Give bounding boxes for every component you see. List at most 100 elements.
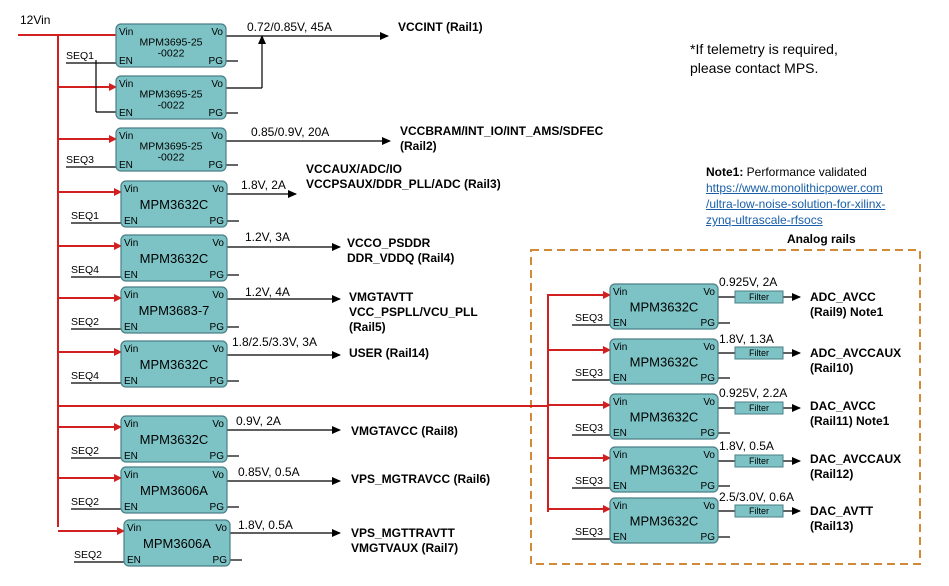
analog-rails-title: Analog rails [787, 232, 856, 246]
module-name-line-2: -0022 [158, 48, 185, 60]
module-box [609, 446, 719, 493]
module-box [115, 23, 227, 68]
module-box [609, 393, 719, 440]
filter-box [734, 401, 784, 415]
pin-vo: Vo [703, 342, 715, 353]
pin-vo: Vo [212, 238, 224, 249]
output-spec: 0.9V, 2A [236, 414, 281, 428]
pin-vo: Vo [212, 290, 224, 301]
module-name: MPM3632C [630, 300, 699, 315]
module-name: MPM3695-25 [139, 89, 202, 101]
note1-link-line-2[interactable]: /ultra-low-noise-solution-for-xilinx- [706, 197, 886, 211]
rail-label: VPS_MGTRAVCC (Rail6) [351, 472, 490, 486]
filter-box [734, 454, 784, 468]
pin-vo: Vo [215, 523, 227, 534]
module-box [120, 466, 228, 514]
module-name: MPM3606A [143, 536, 211, 551]
note1-text: Performance validated [743, 165, 867, 179]
pin-en: EN [124, 322, 138, 333]
pin-vin: Vin [124, 238, 138, 249]
rail-label: VCC_PSPLL/VCU_PLL [349, 305, 478, 319]
filter-4: Filter [734, 454, 784, 468]
output-spec: 1.2V, 4A [245, 285, 290, 299]
pin-pg: PG [210, 270, 225, 281]
module-name: MPM3632C [140, 197, 209, 212]
pin-en: EN [124, 451, 138, 462]
rail-label: DAC_AVCC [810, 399, 876, 413]
filter-label: Filter [749, 506, 769, 516]
telemetry-note-line-2: please contact MPS. [690, 60, 819, 76]
rail-label: (Rail10) [810, 361, 853, 375]
filter-label: Filter [749, 292, 769, 302]
filter-label: Filter [749, 403, 769, 413]
note1-block: Note1: Performance validated https://www… [706, 164, 885, 228]
pin-vo: Vo [212, 344, 224, 355]
note1-link-line-3[interactable]: zynq-ultrascale-rfsocs [706, 213, 823, 227]
pin-vo: Vo [703, 501, 715, 512]
seq-label: SEQ3 [575, 422, 603, 434]
rail-label: ADC_AVCC [810, 290, 876, 304]
module-name: MPM3695-25 [139, 37, 202, 49]
pin-pg: PG [210, 502, 225, 513]
pin-vo: Vo [703, 397, 715, 408]
output-spec: 1.8V, 1.3A [719, 332, 774, 346]
rail-label: USER (Rail14) [349, 346, 429, 360]
module-box [609, 283, 719, 330]
seq-label: SEQ2 [71, 445, 99, 457]
pin-vo: Vo [212, 419, 224, 430]
filter-3: Filter [734, 401, 784, 415]
pin-pg: PG [701, 318, 716, 329]
telemetry-note-line-1: *If telemetry is required, [690, 41, 838, 57]
pin-en: EN [613, 373, 627, 384]
rail-label: VCCO_PSDDR [347, 236, 431, 250]
pin-vin: Vin [119, 79, 133, 90]
filter-label: Filter [749, 456, 769, 466]
module-box [120, 415, 228, 463]
module-box [115, 75, 227, 120]
seq-label: SEQ4 [71, 370, 99, 382]
module-name: MPM3632C [630, 463, 699, 478]
module-name: MPM3632C [140, 357, 209, 372]
pin-pg: PG [210, 322, 225, 333]
seq-label: SEQ3 [66, 154, 94, 166]
pin-en: EN [119, 108, 133, 119]
module-name: MPM3632C [630, 355, 699, 370]
rail-label: VMGTVAUX (Rail7) [351, 541, 458, 555]
note1-link-line-1[interactable]: https://www.monolithicpower.com [706, 181, 883, 195]
rail-label: DAC_AVTT [810, 504, 874, 518]
rail-label: (Rail5) [349, 320, 386, 334]
pin-vin: Vin [119, 131, 133, 142]
seq-label: SEQ3 [575, 526, 603, 538]
pin-pg: PG [209, 160, 224, 171]
pin-vin: Vin [613, 501, 627, 512]
pin-vin: Vin [127, 523, 141, 534]
output-spec: 1.2V, 3A [245, 230, 290, 244]
pin-pg: PG [209, 108, 224, 119]
module-name: MPM3632C [140, 432, 209, 447]
output-spec: 1.8/2.5/3.3V, 3A [232, 335, 317, 349]
seq-label: SEQ1 [66, 50, 94, 62]
rail-label: VCCINT (Rail1) [398, 20, 483, 34]
seq-label: SEQ3 [575, 475, 603, 487]
filter-1: Filter [734, 290, 784, 304]
output-spec: 2.5/3.0V, 0.6A [719, 490, 794, 504]
rail-label: (Rail12) [810, 467, 853, 481]
rail-label: VMGTAVTT [349, 290, 414, 304]
pin-vin: Vin [613, 342, 627, 353]
module-box [123, 519, 231, 567]
input-label: 12Vin [20, 13, 50, 27]
module-name-line-2: -0022 [158, 152, 185, 164]
pin-vo: Vo [211, 79, 223, 90]
output-spec: 1.8V, 0.5A [238, 518, 293, 532]
output-spec: 1.8V, 0.5A [719, 439, 774, 453]
pin-en: EN [613, 428, 627, 439]
